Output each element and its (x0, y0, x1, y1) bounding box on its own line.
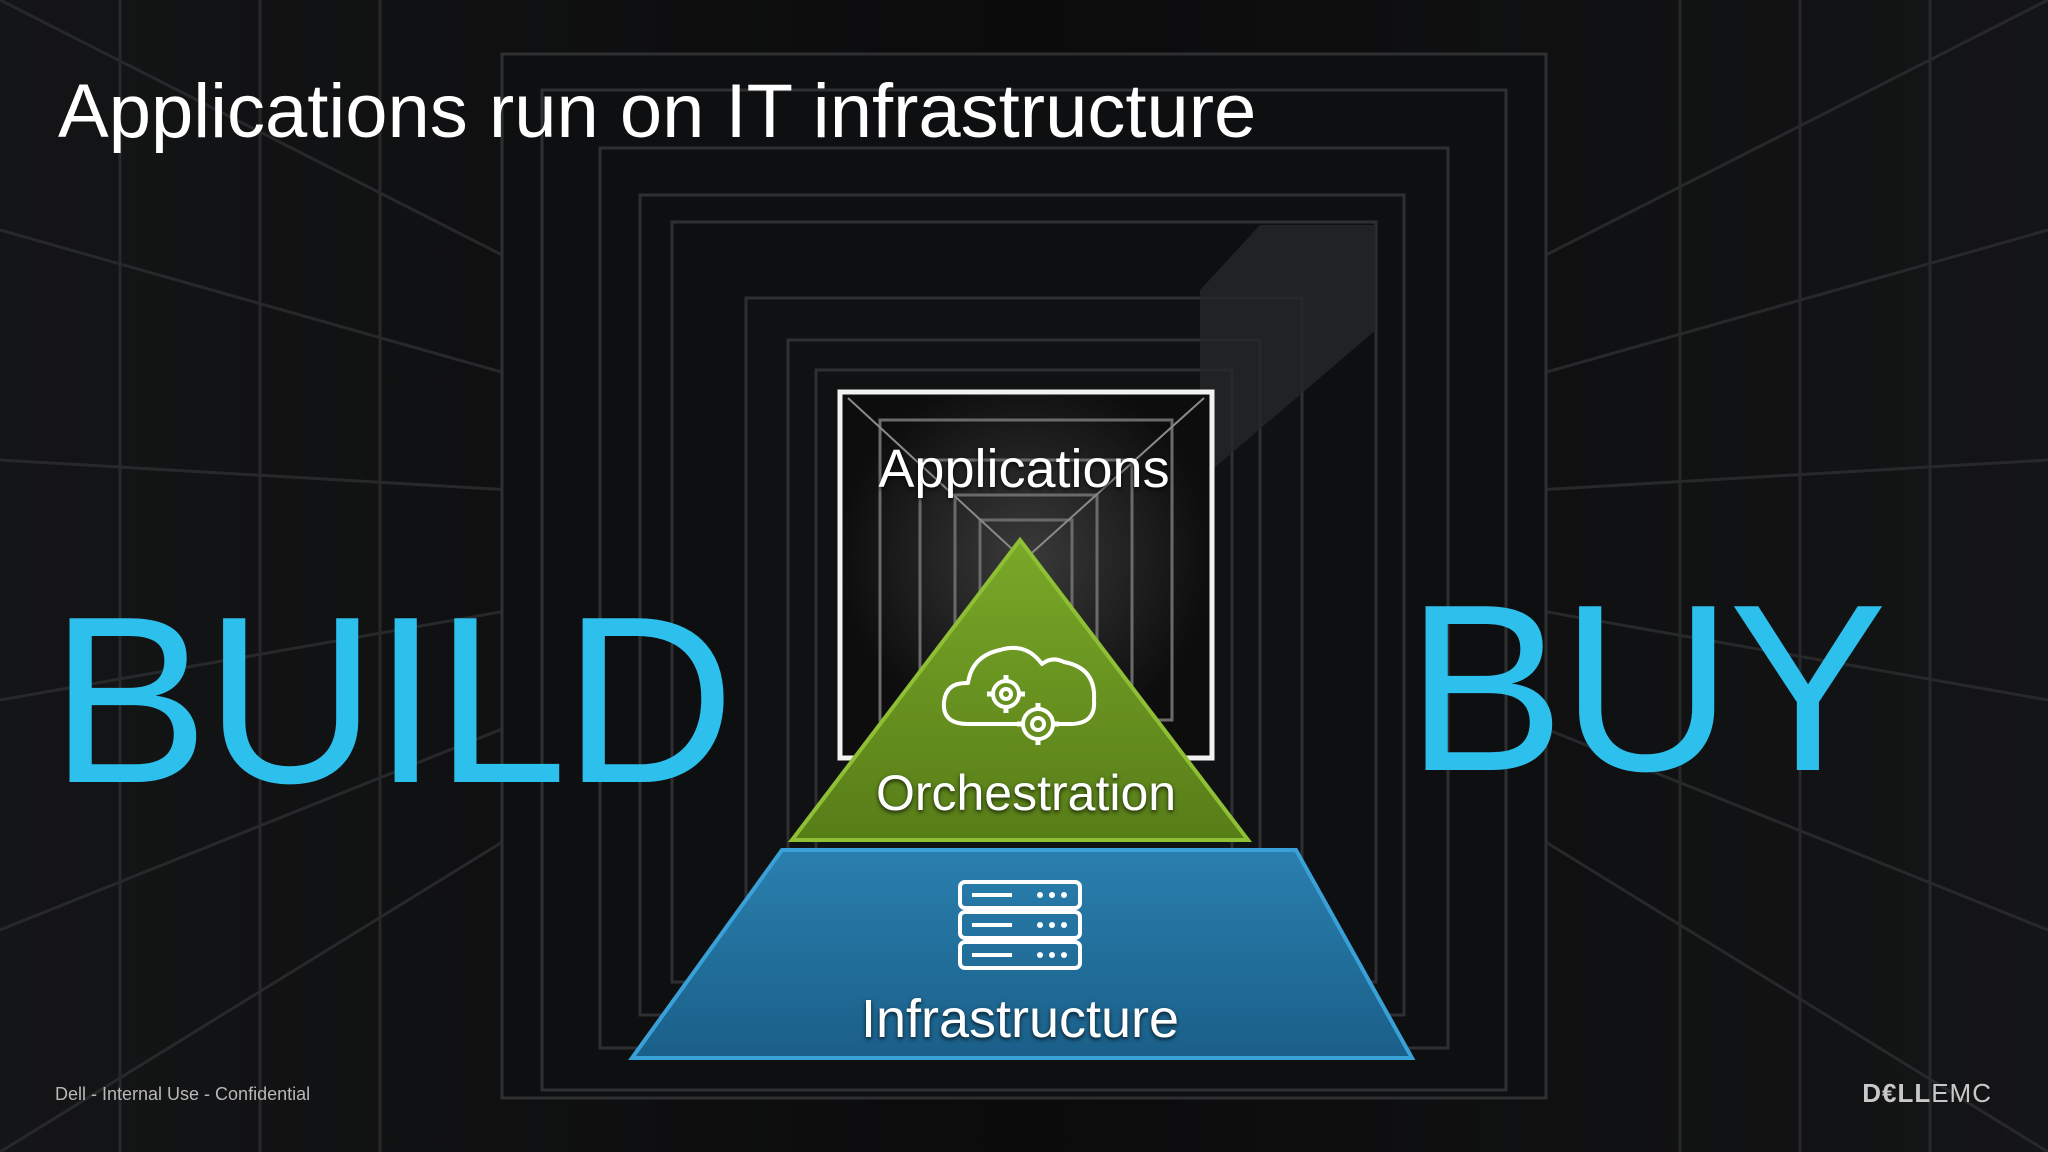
applications-label: Applications (878, 439, 1170, 499)
buy-label: BUY (1406, 556, 1887, 821)
orchestration-label: Orchestration (875, 765, 1177, 821)
confidentiality-notice: Dell - Internal Use - Confidential (55, 1084, 311, 1104)
cloud-gears-icon (941, 645, 1097, 745)
infrastructure-label: Infrastructure (860, 989, 1180, 1049)
infrastructure-layer (628, 848, 1416, 1060)
slide-title: Applications run on IT infrastructure (58, 69, 1257, 154)
build-label: BUILD (50, 568, 735, 833)
logo-dell-text: D€LL (1862, 1078, 1932, 1108)
logo-emc-text: EMC (1931, 1078, 1992, 1108)
server-stack-icon (958, 880, 1082, 970)
dell-emc-logo: D€LLEMC (1862, 1078, 1992, 1109)
